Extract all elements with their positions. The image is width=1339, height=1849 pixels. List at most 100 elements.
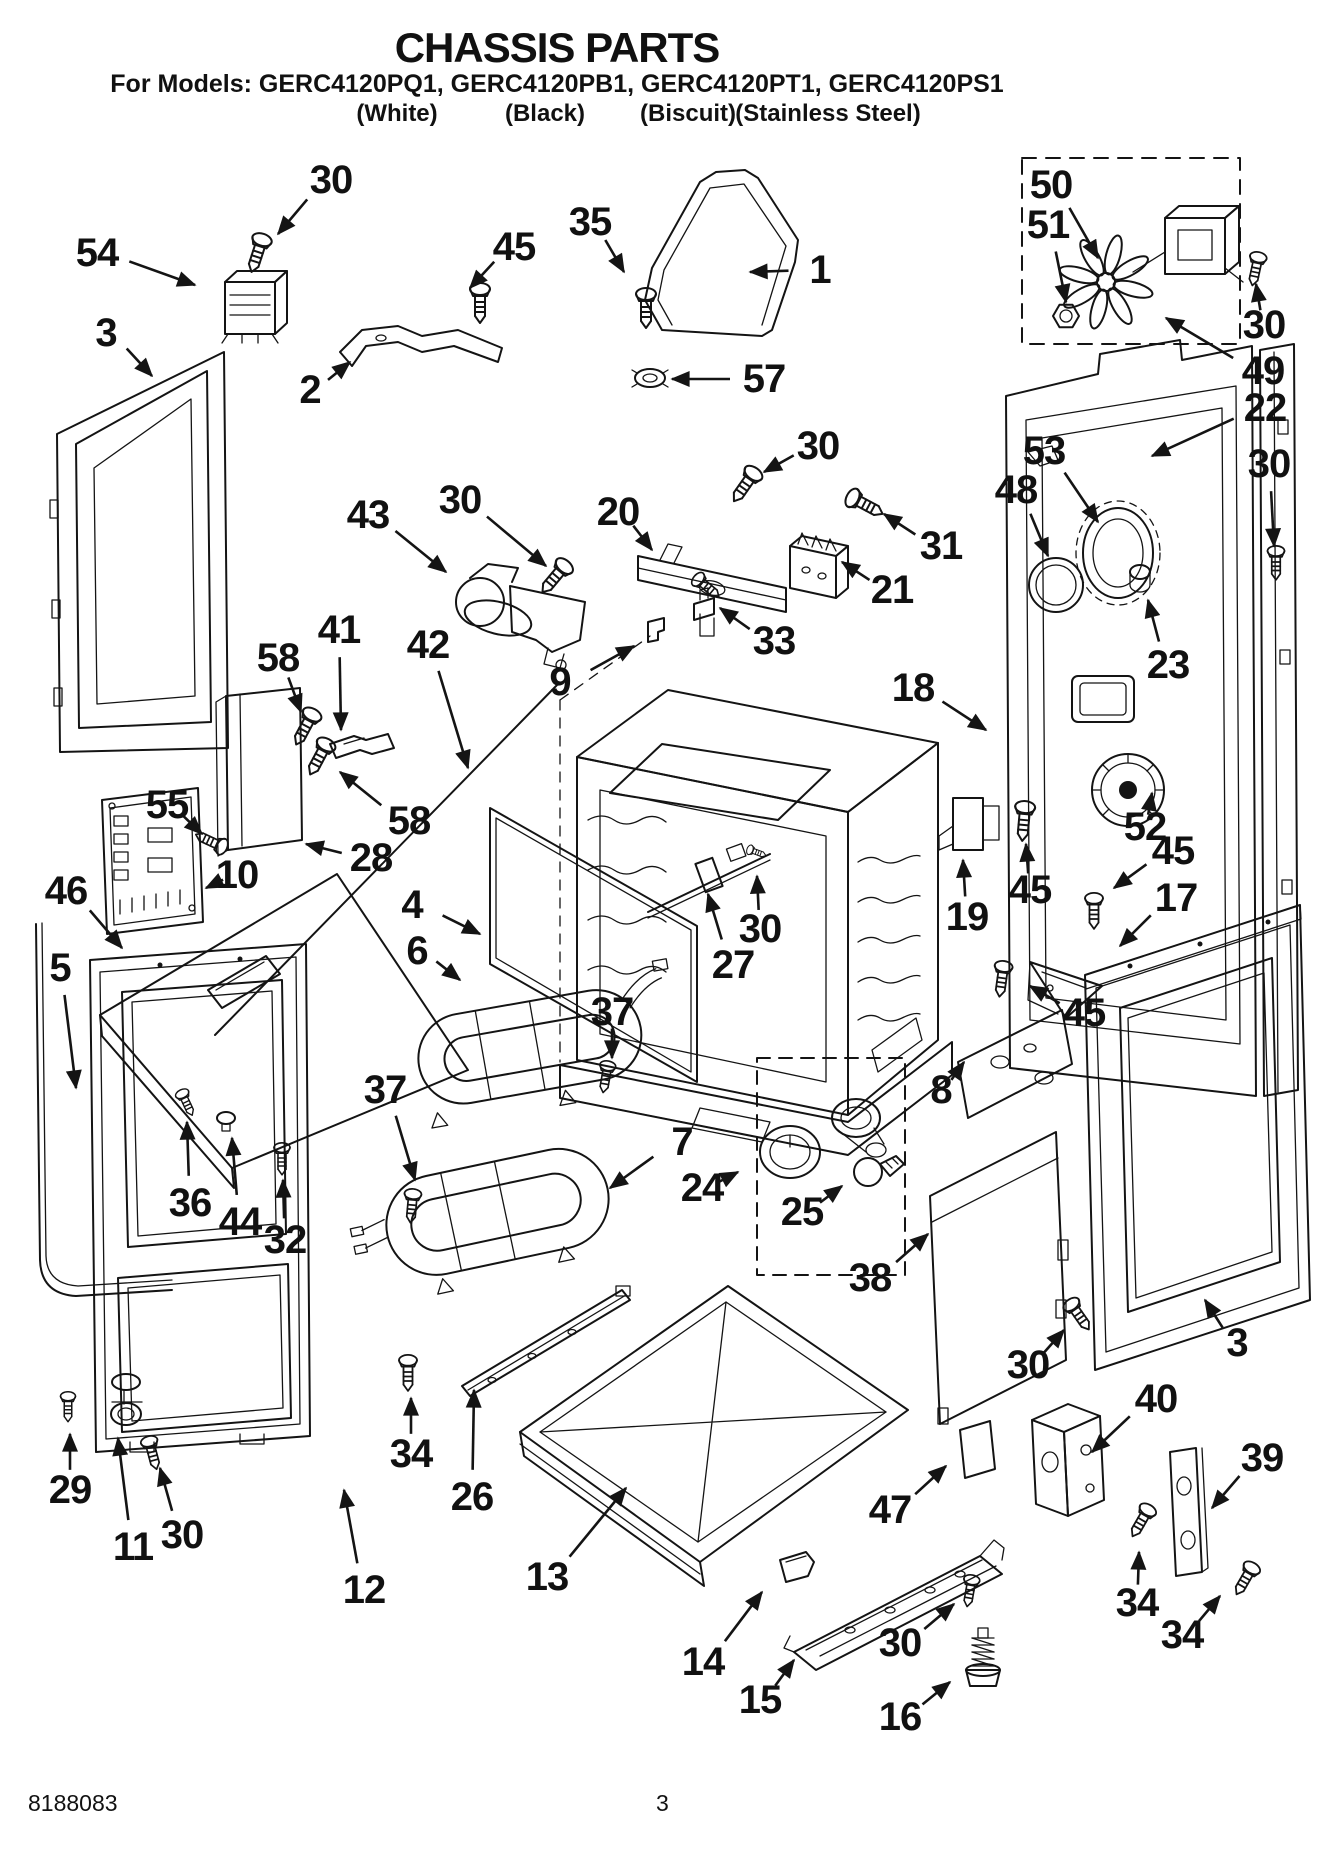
leader-arrow-22 (1150, 417, 1235, 458)
fan-blade (1058, 234, 1154, 330)
callout-label-43: 43 (346, 493, 390, 537)
leader-arrow-58 (338, 770, 383, 807)
callout-label-13: 13 (525, 1555, 569, 1599)
callout-label-18: 18 (891, 666, 935, 710)
leader-arrow-37 (394, 1115, 418, 1182)
leader-arrow-16 (921, 1680, 952, 1706)
support-bracket (1031, 1403, 1105, 1517)
callout-label-29: 29 (48, 1468, 92, 1512)
fan-nut (1052, 303, 1080, 329)
leader-arrow-3 (125, 347, 154, 378)
leader-arrow-40 (1090, 1415, 1131, 1454)
finish-biscuit: (Biscuit) (640, 100, 736, 127)
callout-label-17: 17 (1154, 876, 1198, 920)
leader-arrow-23 (1144, 598, 1161, 642)
callout-label-37: 37 (590, 990, 634, 1034)
door-latch-assembly (455, 563, 586, 671)
callout-label-49: 49 (1241, 349, 1285, 393)
grommet (631, 368, 669, 388)
leader-arrow-21 (840, 560, 871, 582)
callout-label-19: 19 (945, 895, 989, 939)
leader-arrow-4 (442, 914, 482, 936)
callout-label-45: 45 (1008, 868, 1052, 912)
leader-arrow-18 (941, 700, 988, 732)
page-title: CHASSIS PARTS (394, 24, 721, 71)
leveling-leg (965, 1627, 1001, 1687)
leader-arrow-19 (956, 858, 973, 897)
leader-arrow-48 (1029, 513, 1050, 558)
heat-shield (215, 687, 303, 857)
oven-light-bulb (853, 1155, 905, 1187)
callout-label-27: 27 (711, 943, 755, 987)
callout-label-15: 15 (738, 1678, 782, 1722)
callout-label-30: 30 (796, 424, 840, 468)
wire-clip (693, 587, 715, 621)
right-side-panel (1084, 904, 1311, 1371)
leader-arrow-44 (225, 1136, 242, 1196)
leader-arrow-39 (1210, 1475, 1241, 1510)
finish-black: (Black) (504, 100, 586, 127)
leader-arrow-45 (1028, 984, 1061, 1005)
callout-label-1: 1 (809, 248, 831, 292)
leader-arrow-28 (304, 840, 343, 857)
bottom-pan (519, 1285, 909, 1587)
leader-arrow-49 (1164, 316, 1234, 360)
callout-label-45: 45 (1062, 991, 1106, 1035)
callout-label-2: 2 (299, 368, 321, 412)
callout-label-38: 38 (848, 1256, 892, 1300)
callout-label-30: 30 (1006, 1343, 1050, 1387)
callout-label-58: 58 (387, 799, 431, 843)
leader-arrow-41 (332, 657, 349, 732)
page-number: 3 (656, 1790, 669, 1816)
leader-arrow-27 (705, 892, 723, 940)
callout-label-50: 50 (1029, 163, 1073, 207)
door-gasket (489, 807, 698, 1083)
callout-label-44: 44 (218, 1200, 262, 1244)
bake-element (349, 1147, 610, 1295)
callout-label-32: 32 (263, 1218, 307, 1262)
leader-arrow-34 (1130, 1550, 1147, 1585)
rod-bracket (329, 733, 395, 759)
screws (59, 229, 1286, 1609)
leader-arrow-30 (762, 454, 795, 474)
callout-label-39: 39 (1240, 1436, 1284, 1480)
callout-label-11: 11 (112, 1525, 154, 1569)
callout-label-53: 53 (1022, 429, 1066, 473)
callout-label-24: 24 (680, 1166, 724, 1210)
finish-white: (White) (356, 100, 438, 127)
callout-label-33: 33 (752, 619, 796, 663)
callout-label-20: 20 (596, 490, 640, 534)
callout-label-54: 54 (75, 231, 119, 275)
callout-label-30: 30 (1247, 442, 1291, 486)
oven-switch (938, 797, 1000, 851)
callout-label-34: 34 (1160, 1613, 1204, 1657)
callout-label-42: 42 (406, 623, 450, 667)
callout-label-9: 9 (549, 660, 571, 704)
callout-label-37: 37 (363, 1068, 407, 1112)
leader-arrow-30 (157, 1466, 174, 1512)
callout-label-30: 30 (309, 158, 353, 202)
leader-arrow-30 (923, 1602, 956, 1630)
leader-arrow-9 (589, 644, 636, 672)
callout-label-45: 45 (1151, 829, 1195, 873)
callout-label-25: 25 (780, 1190, 824, 1234)
callout-label-23: 23 (1146, 643, 1190, 687)
oven-cavity (559, 635, 953, 1156)
anti-tip-bracket (1169, 1447, 1209, 1577)
finish-stainless: (Stainless Steel) (735, 100, 921, 127)
callout-label-48: 48 (994, 468, 1038, 512)
callout-label-14: 14 (681, 1640, 725, 1684)
callout-label-34: 34 (389, 1432, 433, 1476)
door-plug-button (216, 1111, 236, 1132)
callout-label-28: 28 (349, 836, 393, 880)
leader-arrow-3 (1203, 1298, 1224, 1329)
models-line: For Models: GERC4120PQ1, GERC4120PB1, GE… (110, 70, 1004, 98)
callout-label-31: 31 (919, 524, 963, 568)
callout-label-22: 22 (1243, 386, 1287, 430)
terminal-block (789, 532, 849, 599)
leader-arrow-30 (486, 515, 548, 568)
callout-label-30: 30 (1242, 303, 1286, 347)
